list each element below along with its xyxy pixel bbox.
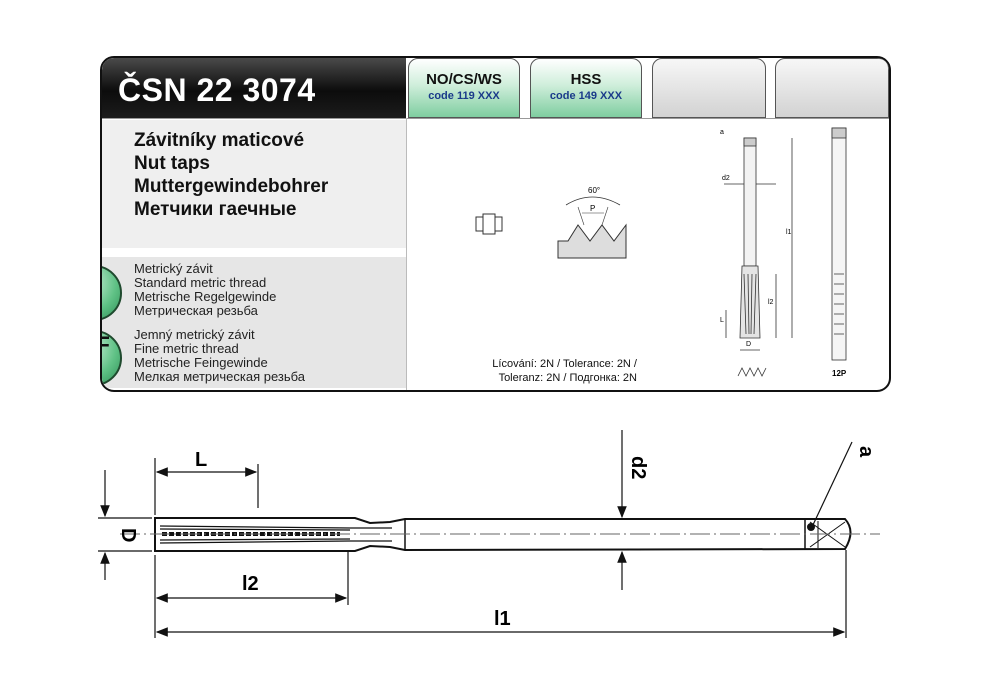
dim-d2: d2 [722, 175, 730, 182]
tab-label: NO/CS/WS [426, 71, 502, 88]
angle-label: 60° [588, 186, 600, 195]
standard-number: ČSN 22 3074 [118, 72, 316, 108]
tab-empty-1[interactable] [652, 58, 766, 118]
header-divider [102, 118, 889, 119]
spec-card: ČSN 22 3074 NO/CS/WS code 119 XXX HSS co… [100, 56, 891, 392]
flute-count: 12P [832, 369, 847, 378]
tolerance-line-1: Lícování: 2N / Tolerance: 2N / [492, 358, 637, 370]
dim-D-label: D [117, 528, 139, 542]
tab-code: code 119 XXX [428, 90, 500, 102]
name-de: Muttergewindebohrer [134, 176, 329, 197]
tolerance-line-2: Toleranz: 2N / Подгонка: 2N [498, 372, 637, 384]
thread-types: Metrický závit Standard metric thread Me… [102, 257, 406, 388]
dim-l2: l2 [768, 299, 774, 306]
small-tap-drawing: a d2 l1 l2 L D 12P [720, 127, 847, 378]
tab-code: code 149 XXX [549, 90, 623, 102]
dim-D: D [746, 341, 751, 348]
thread-mf-line: Jemný metrický závit [134, 327, 255, 342]
dim-l1-label: l1 [494, 608, 511, 630]
name-ru: Метчики гаечные [134, 199, 297, 220]
thread-mf-line: Fine metric thread [134, 341, 239, 356]
thread-mf-line: Metrische Feingewinde [134, 355, 268, 370]
thread-m-line: Метрическая резьба [134, 303, 258, 318]
dim-L: L [720, 317, 724, 324]
name-cz: Závitníky maticové [134, 130, 305, 151]
standard-title-tab: ČSN 22 3074 [102, 58, 406, 118]
tab-empty-2[interactable] [775, 58, 889, 118]
thread-m-line: Metrický závit [134, 261, 213, 276]
tab-label: HSS [570, 71, 602, 88]
thread-profile-diagram: 60° P [475, 186, 627, 259]
tab-hss[interactable]: HSS code 149 XXX [530, 58, 642, 118]
pitch-label: P [590, 204, 595, 213]
thread-profile-icon: 60° P [557, 186, 627, 259]
tap-symbol-icon [475, 213, 503, 235]
dim-a: a [720, 129, 724, 136]
dim-l1: l1 [786, 229, 792, 236]
name-en: Nut taps [134, 153, 210, 174]
thread-mf-line: Мелкая метрическая резьба [134, 369, 306, 384]
dim-l2-label: l2 [242, 573, 259, 595]
tab-no-cs-ws[interactable]: NO/CS/WS code 119 XXX [408, 58, 520, 118]
thread-m-line: Metrische Regelgewinde [134, 289, 277, 304]
dim-L-label: L [195, 449, 207, 471]
product-names: Závitníky maticové Nut taps Muttergewind… [102, 120, 406, 248]
dim-a-label: a [855, 446, 877, 458]
dim-d2-label: d2 [627, 456, 649, 479]
main-tap-drawing: L D l2 l1 d2 a [98, 430, 880, 638]
content-divider [406, 118, 407, 390]
thread-m-line: Standard metric thread [134, 275, 267, 290]
